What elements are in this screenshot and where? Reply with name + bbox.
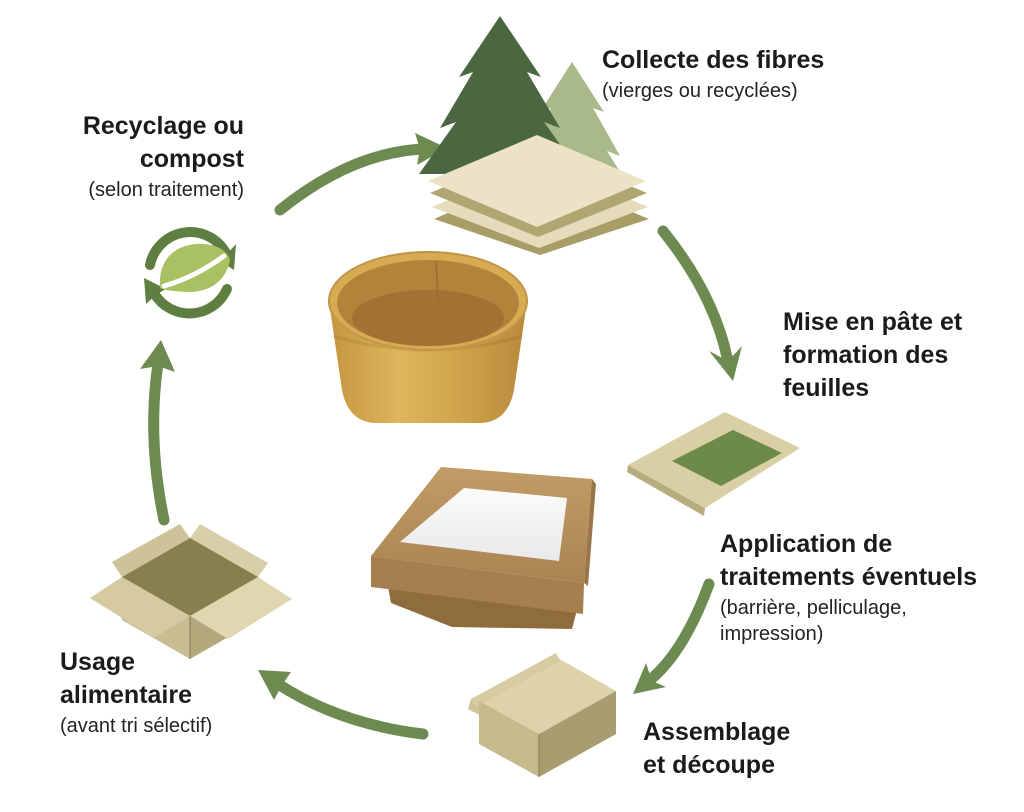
- folded-box-icon: [468, 653, 616, 777]
- stage-collecte: Collecte des fibres (vierges ou recyclée…: [602, 44, 847, 104]
- arrow-usage-to-recyclage: [140, 340, 175, 526]
- stage-recyclage-label: Recyclage ou compost: [82, 112, 244, 173]
- arrow-assemblage-to-usage: [258, 670, 429, 740]
- stage-collecte-sublabel: (vierges ou recyclées): [602, 80, 798, 102]
- stage-mise-en-pate: Mise en pâte et formation des feuilles: [783, 306, 963, 405]
- stage-collecte-label: Collecte des fibres: [602, 46, 825, 74]
- stage-usage-label: Usage alimentaire: [60, 648, 193, 709]
- kraft-round-bowl-image: [328, 251, 528, 423]
- stage-traitements: Application de traitements éventuels (ba…: [720, 528, 1020, 647]
- stage-assemblage: Assemblage et découpe: [643, 716, 815, 782]
- recycle-leaf-icon: [144, 227, 236, 319]
- kraft-window-box-image: [371, 467, 596, 629]
- stage-mise-en-pate-label: Mise en pâte et formation des feuilles: [783, 308, 963, 402]
- stage-usage: Usage alimentaire (avant tri sélectif): [60, 646, 260, 739]
- stage-assemblage-label: Assemblage et découpe: [643, 718, 791, 779]
- arrow-recyclage-to-collecte: [274, 133, 447, 216]
- arrow-collecte-to-pate: [657, 225, 742, 381]
- stage-recyclage-sublabel: (selon traitement): [88, 179, 244, 201]
- pulp-sheet-icon: [627, 412, 800, 516]
- stage-recyclage: Recyclage ou compost (selon traitement): [48, 110, 244, 203]
- arrow-traitements-to-assemblage: [633, 578, 715, 694]
- stage-traitements-sublabel: (barrière, pelliculage, impression): [720, 597, 907, 645]
- paper-sheets-stack-icon: [428, 135, 649, 255]
- open-box-icon: [90, 524, 292, 659]
- stage-usage-sublabel: (avant tri sélectif): [60, 715, 213, 737]
- stage-traitements-label: Application de traitements éventuels: [720, 530, 978, 591]
